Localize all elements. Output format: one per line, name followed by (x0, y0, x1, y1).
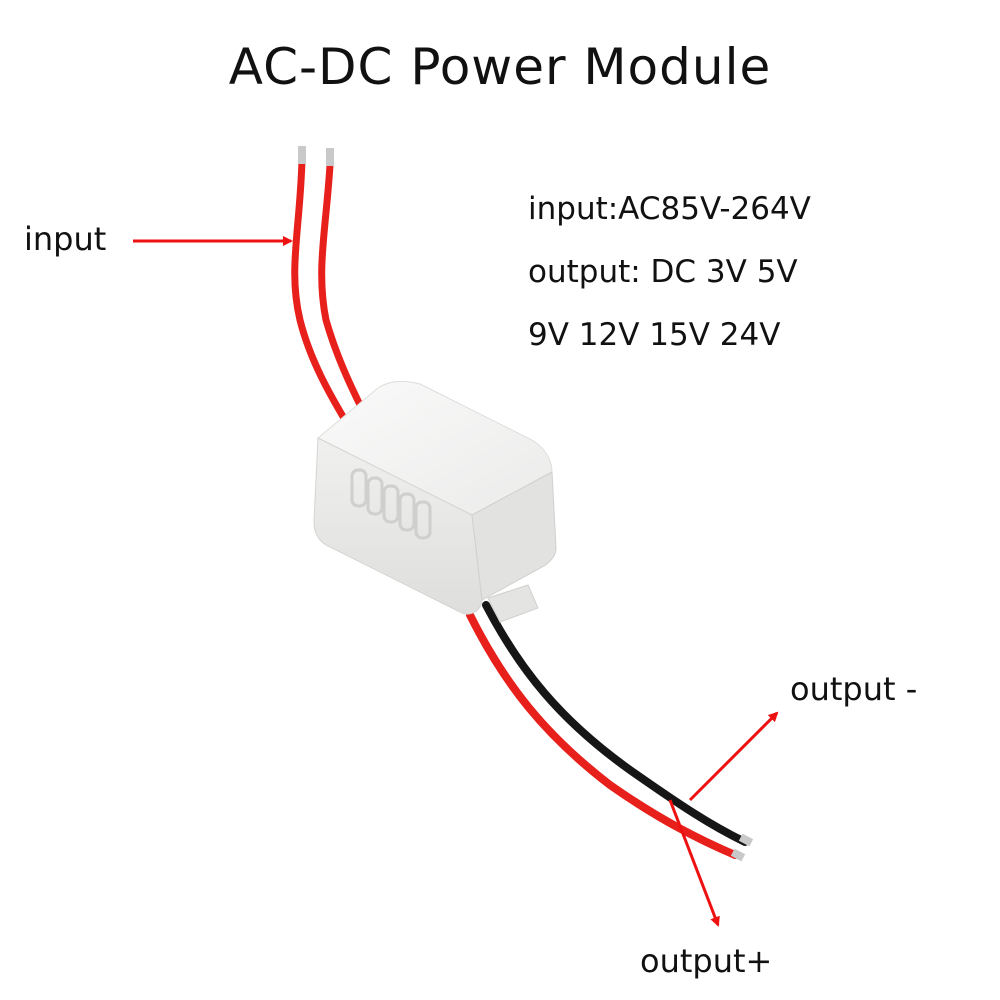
wire-tip-black (738, 833, 754, 847)
vent-slots (350, 468, 432, 540)
input-label: input (24, 220, 107, 258)
annotation-arrows (133, 236, 779, 927)
mounting-tab (487, 584, 539, 623)
output-plus-arrow (668, 799, 720, 927)
output-minus-label: output - (790, 670, 918, 708)
wire-tip-red (730, 848, 746, 862)
page-title: AC-DC Power Module (228, 38, 772, 96)
spec-input-range: input:AC85V-264V (528, 191, 811, 227)
spec-block: input:AC85V-264V output: DC 3V 5V 9V 12V… (528, 178, 811, 367)
output-minus-arrow (688, 711, 779, 802)
spec-output-voltages: output: DC 3V 5V (528, 254, 798, 290)
output-plus-label: output+ (640, 942, 773, 980)
power-module-case (313, 380, 557, 623)
wire-tip-left (298, 146, 306, 164)
input-wires (291, 146, 369, 429)
output-wires (466, 601, 754, 862)
spec-output-voltages-more: 9V 12V 15V 24V (528, 317, 781, 353)
wire-tip-right (326, 148, 334, 166)
